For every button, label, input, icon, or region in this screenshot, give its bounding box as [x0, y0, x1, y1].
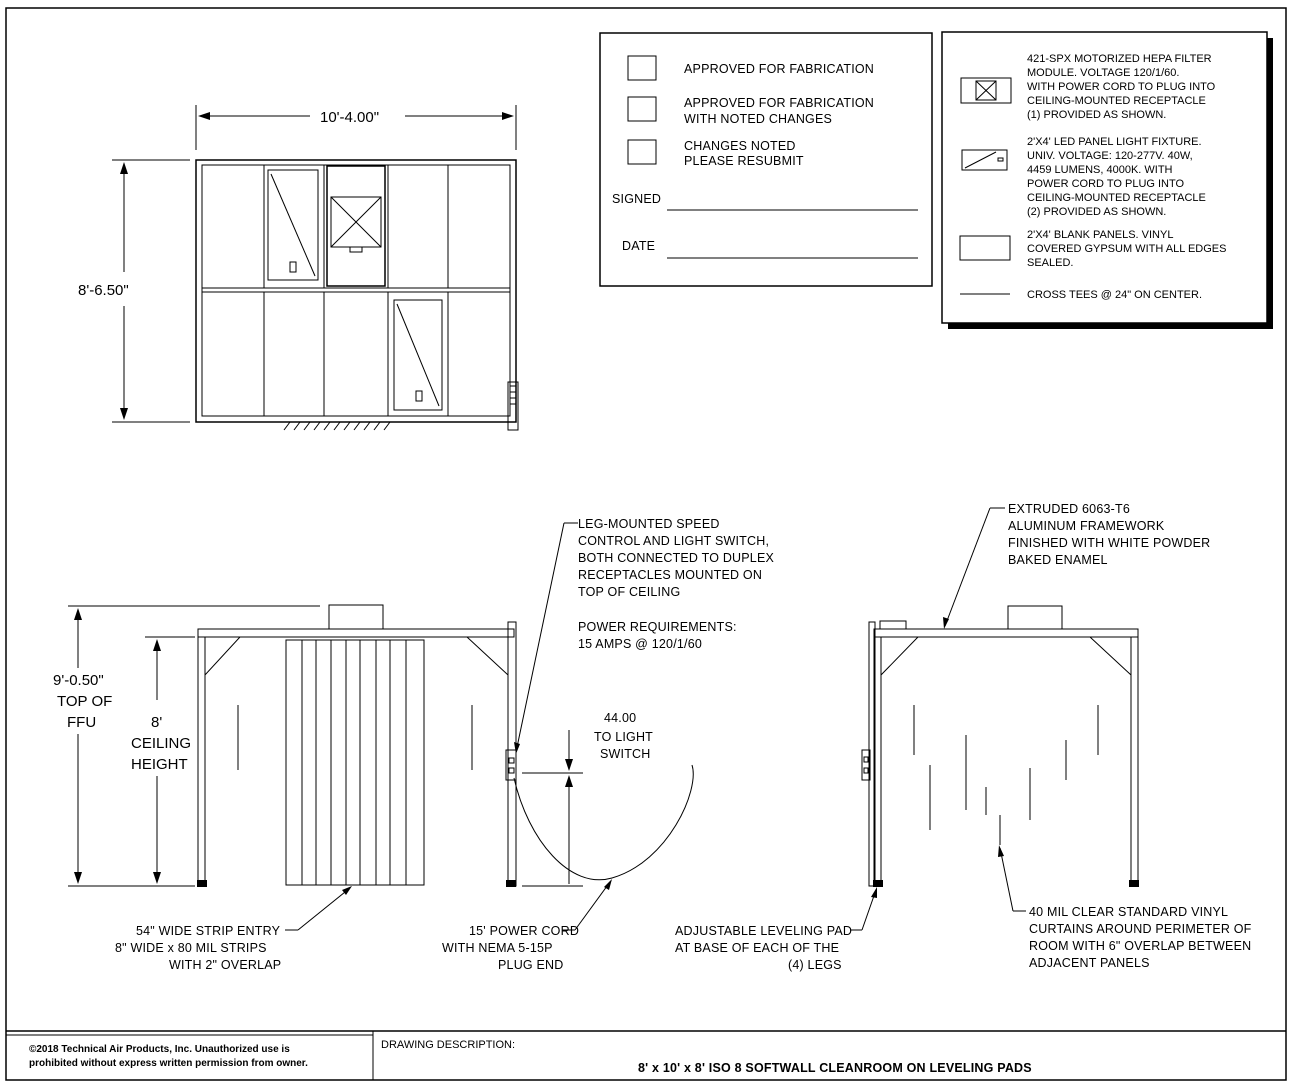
approved-changes-label-1: APPROVED FOR FABRICATION	[684, 96, 874, 110]
strip-note-1: 54" WIDE STRIP ENTRY	[136, 924, 281, 938]
legend-box: 421-SPX MOTORIZED HEPA FILTER MODULE. VO…	[941, 31, 1273, 329]
approved-changes-label-2: WITH NOTED CHANGES	[684, 112, 832, 126]
switch-dim-value: 44.00	[604, 711, 636, 725]
hepa-note-1: 421-SPX MOTORIZED HEPA FILTER	[1027, 53, 1212, 65]
copyright-line-2: prohibited without express written permi…	[29, 1058, 308, 1069]
overall-height-label-2: FFU	[67, 714, 96, 731]
curtain-note-1: 40 MIL CLEAR STANDARD VINYL	[1029, 905, 1228, 919]
side-elevation-view: EXTRUDED 6063-T6 ALUMINUM FRAMEWORK FINI…	[675, 502, 1252, 972]
switch-note-2: CONTROL AND LIGHT SWITCH,	[578, 534, 769, 548]
power-req-1: POWER REQUIREMENTS:	[578, 620, 737, 634]
strip-entry	[285, 639, 425, 886]
led-note-5: CEILING-MOUNTED RECEPTACLE	[1027, 192, 1206, 204]
curtain-note-2: CURTAINS AROUND PERIMETER OF	[1029, 922, 1252, 936]
cord-note-1: 15' POWER CORD	[469, 924, 579, 938]
ceiling-height-dim: 8'	[151, 714, 162, 731]
frame-note-3: FINISHED WITH WHITE POWDER	[1008, 536, 1210, 550]
overall-height-label-1: TOP OF	[57, 693, 112, 710]
hepa-note-3: WITH POWER CORD TO PLUG INTO	[1027, 81, 1216, 93]
hepa-filter-icon	[960, 77, 1012, 104]
switch-note-5: TOP OF CEILING	[578, 585, 680, 599]
front-ffu	[328, 604, 384, 630]
led-light-icon	[961, 149, 1008, 171]
title-block: ©2018 Technical Air Products, Inc. Unaut…	[6, 1030, 1286, 1080]
front-elevation-view: 9'-0.50" TOP OF FFU 8' CEILING HEIGHT	[53, 517, 774, 972]
blank-panel-icon	[959, 235, 1011, 261]
led-note-6: (2) PROVIDED AS SHOWN.	[1027, 206, 1166, 218]
approved-label: APPROVED FOR FABRICATION	[684, 62, 874, 76]
switch-dim-label-2: SWITCH	[600, 747, 651, 761]
drawing-title: 8' x 10' x 8' ISO 8 SOFTWALL CLEANROOM O…	[638, 1061, 1032, 1075]
power-cord	[513, 764, 694, 881]
power-req-2: 15 AMPS @ 120/1/60	[578, 637, 702, 651]
approved-checkbox[interactable]	[627, 55, 657, 81]
led-note-2: UNIV. VOLTAGE: 120-277V. 40W,	[1027, 150, 1193, 162]
sheet-border	[5, 7, 1287, 1081]
approval-box: APPROVED FOR FABRICATION APPROVED FOR FA…	[599, 32, 933, 287]
changes-label-1: CHANGES NOTED	[684, 139, 796, 153]
blank-note-2: COVERED GYPSUM WITH ALL EDGES	[1027, 243, 1226, 255]
cross-tee-note: CROSS TEES @ 24" ON CENTER.	[1027, 289, 1202, 301]
ceiling-height-label-1: CEILING	[131, 735, 191, 752]
plan-hepa-ffu	[326, 165, 386, 287]
plan-led-light-2	[393, 299, 443, 411]
cord-note-3: PLUG END	[498, 958, 564, 972]
plan-width-dimension: 10'-4.00"	[320, 109, 379, 126]
frame-note-4: BAKED ENAMEL	[1008, 553, 1108, 567]
hepa-note-2: MODULE. VOLTAGE 120/1/60.	[1027, 67, 1179, 79]
hepa-note-4: CEILING-MOUNTED RECEPTACLE	[1027, 95, 1206, 107]
strip-note-2: 8" WIDE x 80 MIL STRIPS	[115, 941, 267, 955]
drawing-description-label: DRAWING DESCRIPTION:	[381, 1039, 515, 1051]
frame-note-2: ALUMINUM FRAMEWORK	[1008, 519, 1165, 533]
curtain-note-4: ADJACENT PANELS	[1029, 956, 1150, 970]
pad-note-3: (4) LEGS	[788, 958, 842, 972]
led-note-1: 2'X4' LED PANEL LIGHT FIXTURE.	[1027, 136, 1202, 148]
plan-depth-dimension: 8'-6.50"	[78, 282, 129, 299]
ceiling-height-label-2: HEIGHT	[131, 756, 188, 773]
plan-led-light-1	[267, 169, 319, 281]
frame-note-1: EXTRUDED 6063-T6	[1008, 502, 1130, 516]
side-ffu	[1007, 605, 1063, 630]
approved-changes-checkbox[interactable]	[627, 96, 657, 122]
copyright-line-1: ©2018 Technical Air Products, Inc. Unaut…	[29, 1044, 290, 1055]
switch-note-1: LEG-MOUNTED SPEED	[578, 517, 720, 531]
pad-note-2: AT BASE OF EACH OF THE	[675, 941, 839, 955]
signed-label: SIGNED	[612, 192, 661, 206]
blank-note-3: SEALED.	[1027, 257, 1073, 269]
led-note-4: POWER CORD TO PLUG INTO	[1027, 178, 1185, 190]
switch-note-4: RECEPTACLES MOUNTED ON	[578, 568, 762, 582]
pad-note-1: ADJUSTABLE LEVELING PAD	[675, 924, 852, 938]
changes-label-2: PLEASE RESUBMIT	[684, 154, 804, 168]
ceiling-plan-view: 10'-4.00" 8'-6.50"	[78, 105, 519, 431]
hepa-note-5: (1) PROVIDED AS SHOWN.	[1027, 109, 1166, 121]
switch-note-3: BOTH CONNECTED TO DUPLEX	[578, 551, 774, 565]
led-note-3: 4459 LUMENS, 4000K. WITH	[1027, 164, 1173, 176]
blank-note-1: 2'X4' BLANK PANELS. VINYL	[1027, 229, 1173, 241]
date-label: DATE	[622, 239, 655, 253]
resubmit-checkbox[interactable]	[627, 139, 657, 165]
switch-dim-label-1: TO LIGHT	[594, 730, 653, 744]
overall-height-dim: 9'-0.50"	[53, 672, 104, 689]
cord-note-2: WITH NEMA 5-15P	[442, 941, 553, 955]
curtain-note-3: ROOM WITH 6" OVERLAP BETWEEN	[1029, 939, 1251, 953]
strip-note-3: WITH 2" OVERLAP	[169, 958, 281, 972]
